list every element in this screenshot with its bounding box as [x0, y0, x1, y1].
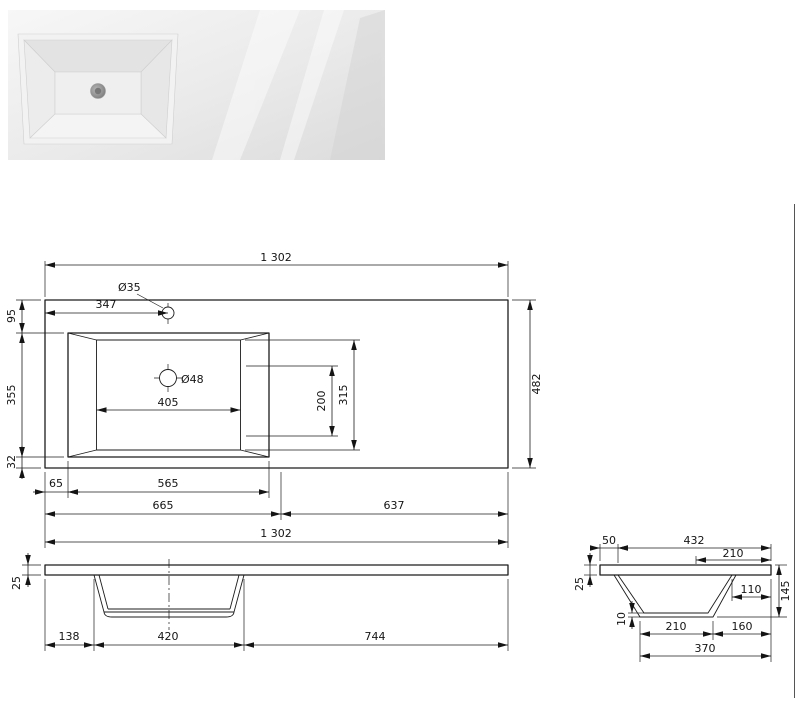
- dim-label-back-overhang: 50: [602, 534, 616, 547]
- side-view: 50 432 210 25 145 110: [573, 534, 792, 662]
- dim-label-front-section: 432: [684, 534, 705, 547]
- dim-label-back-to-basin: 95: [5, 309, 18, 323]
- dim-label-basin-to-front: 32: [5, 455, 18, 469]
- dim-left-stack: 95 355 32: [5, 299, 64, 479]
- front-view: 25 138 420 744: [10, 553, 509, 651]
- dim-bottom-stack: 65 565 665 637 1 302: [33, 461, 509, 548]
- dim-label-left-to-basin: 65: [49, 477, 63, 490]
- dim-label-front-basin-width: 420: [158, 630, 179, 643]
- drain-hole: [154, 364, 182, 392]
- basin-bottom-outline: [96, 339, 241, 451]
- dim-label-bottom-overall: 370: [695, 642, 716, 655]
- dim-label-basin-depth-outer: 355: [5, 385, 18, 406]
- top-view: 1 302 347 Ø35 95 355 32: [5, 251, 543, 548]
- side-basin-outer-profile: [613, 574, 737, 618]
- basin-rim-outline: [67, 332, 270, 458]
- dim-side-top-row: 50 432 210: [590, 534, 772, 564]
- dim-label-total-height: 145: [779, 581, 792, 602]
- photo-basin: [17, 33, 179, 145]
- dim-label-faucet-dia: Ø35: [118, 281, 141, 294]
- dim-label-counter-section-width: 637: [384, 499, 405, 512]
- side-basin-inner-profile: [617, 574, 733, 614]
- dim-label-side-thickness: 25: [573, 577, 586, 591]
- dim-overall-width-top: 1 302: [44, 251, 509, 297]
- dim-label-top-front-section: 210: [723, 547, 744, 560]
- dim-label-front-thickness: 25: [10, 576, 23, 590]
- basin-slope-edges: [67, 332, 270, 458]
- countertop-outline: [44, 299, 509, 469]
- dim-side-bottom-thickness: 10: [615, 601, 644, 629]
- dim-side-opening-to-front: 110: [731, 579, 772, 662]
- photo-drain-center: [94, 87, 102, 95]
- dim-side-bottom-rows: 210 160 370: [639, 620, 771, 662]
- dim-label-drain-dia: Ø48: [181, 373, 204, 386]
- dim-label-overall-width-bottom: 1 302: [260, 527, 292, 540]
- dim-label-basin-section-width: 665: [153, 499, 174, 512]
- dim-label-opening-to-front: 110: [741, 583, 762, 596]
- dim-front-bottom-row: 138 420 744: [44, 579, 509, 651]
- dim-side-thickness: 25: [573, 553, 597, 591]
- product-photo: [8, 10, 385, 160]
- side-slab-outline: [599, 564, 772, 576]
- faucet-hole: [161, 303, 175, 324]
- dim-front-thickness: 25: [10, 553, 41, 590]
- photo-counter-gloss: [212, 10, 385, 160]
- dim-label-basin-bottom-width: 405: [158, 396, 179, 409]
- dim-counter-depth: 482: [512, 299, 543, 469]
- dim-faucet-offset: 347 Ø35: [45, 281, 168, 316]
- dim-label-bottom-to-front: 160: [732, 620, 753, 633]
- dim-label-overall-width-top: 1 302: [260, 251, 292, 264]
- dim-side-total-height: 145: [717, 564, 792, 618]
- dim-label-basin-opening-width: 565: [158, 477, 179, 490]
- dim-basin-inner-depths: 200 315: [245, 339, 360, 451]
- dim-basin-bottom-width: 405 Ø48: [96, 373, 241, 413]
- dim-label-bottom-thickness: 10: [615, 612, 628, 626]
- dim-label-faucet-offset: 347: [96, 298, 117, 311]
- front-slab-outline: [44, 564, 509, 576]
- dim-label-front-left-to-basin: 138: [59, 630, 80, 643]
- dim-label-bottom-width: 210: [666, 620, 687, 633]
- dim-label-front-basin-to-right: 744: [365, 630, 386, 643]
- dim-label-basin-bottom-depth: 200: [315, 391, 328, 412]
- dim-label-counter-depth: 482: [530, 374, 543, 395]
- dim-label-basin-opening-depth: 315: [337, 385, 350, 406]
